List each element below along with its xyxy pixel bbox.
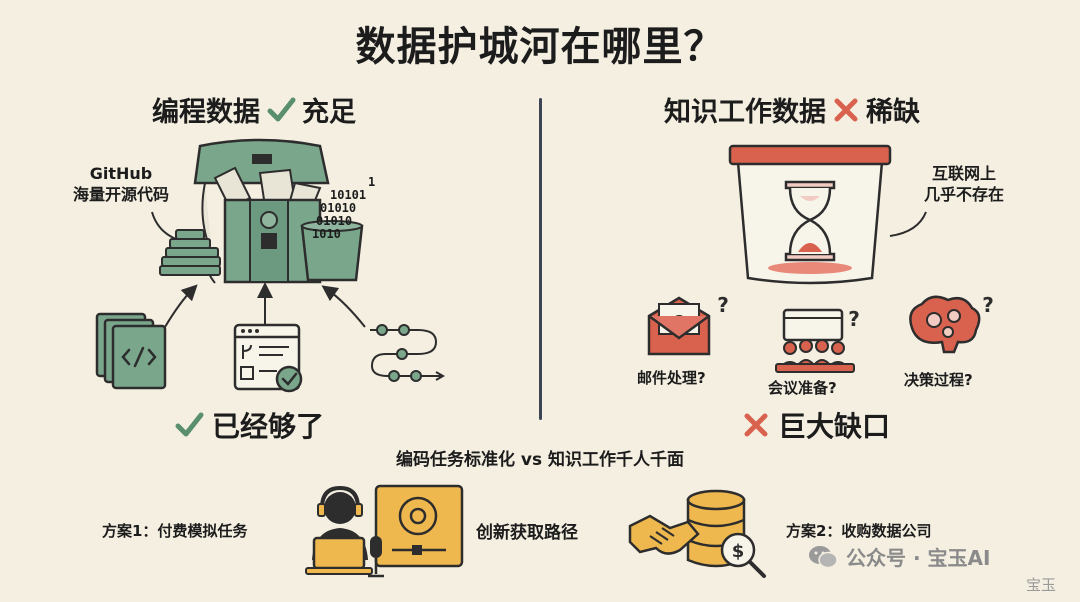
binary-line: 01010 [320, 201, 357, 215]
pointer-line-right [889, 211, 927, 237]
simulated-task-worker-icon [305, 484, 464, 578]
check-icon [267, 97, 296, 121]
innovation-path-label: 创新获取路径 [476, 523, 578, 543]
internet-note-line1: 互联网上 [931, 164, 996, 183]
watermark-text: 公众号 · 宝玉AI [846, 546, 991, 570]
meeting-icon: ? [775, 307, 860, 373]
left-conclusion: 已经够了 [174, 405, 324, 445]
svg-text:?: ? [848, 307, 860, 331]
code-files-icon [95, 312, 167, 390]
svg-text:?: ? [982, 293, 994, 317]
arrows-up [164, 282, 366, 328]
right-heading-label: 知识工作数据 [664, 97, 826, 128]
code-review-window-icon [233, 323, 303, 393]
email-icon: @ ? [647, 293, 729, 356]
left-heading-label: 编程数据 [152, 97, 260, 128]
plan-1-label: 方案1：付费模拟任务 [102, 522, 248, 540]
binary-line: 1010 [312, 227, 341, 241]
example-email: 邮件处理? [637, 369, 706, 387]
corner-watermark: 宝玉 [1026, 576, 1057, 594]
left-heading-status: 充足 [302, 97, 356, 128]
right-conclusion-text: 巨大缺口 [778, 410, 891, 443]
cross-icon [834, 98, 858, 121]
treasure-chest-icon [159, 138, 364, 284]
github-note-line2: 海量开源代码 [72, 185, 169, 204]
center-divider [539, 98, 542, 420]
contrast-caption: 编码任务标准化 vs 知识工作千人千面 [395, 450, 685, 470]
page-title: 数据护城河在哪里？ [355, 24, 725, 70]
watermark: 公众号 · 宝玉AI [808, 542, 990, 571]
svg-text:$: $ [732, 541, 745, 562]
data-acquisition-icon: $ [628, 489, 766, 578]
github-note-line1: GitHub [89, 164, 153, 183]
binary-line: 01010 [316, 214, 353, 228]
internet-note-line2: 几乎不存在 [923, 185, 1004, 204]
right-heading-status: 稀缺 [866, 97, 920, 128]
empty-container-hourglass-icon [728, 144, 892, 285]
binary-line: 1 [368, 175, 376, 189]
internet-note: 互联网上 几乎不存在 [914, 163, 1014, 205]
brain-gears-icon: ? [909, 293, 994, 354]
git-flow-icon [370, 324, 446, 382]
right-conclusion: 巨大缺口 [742, 405, 890, 445]
wechat-icon [809, 545, 838, 568]
example-meeting: 会议准备? [768, 379, 837, 397]
left-conclusion-text: 已经够了 [212, 410, 325, 443]
github-note: GitHub 海量开源代码 [56, 163, 186, 205]
cross-icon [744, 413, 768, 437]
binary-stream: 1 10101 01010 01010 1010 [312, 176, 375, 241]
example-decision: 决策过程? [904, 371, 973, 389]
check-icon [175, 412, 204, 437]
binary-line: 10101 [330, 188, 367, 202]
svg-text:?: ? [717, 293, 729, 317]
plan-2-label: 方案2：收购数据公司 [786, 522, 932, 540]
right-heading: 知识工作数据 稀缺 [664, 90, 920, 129]
left-heading: 编程数据 充足 [152, 90, 356, 129]
